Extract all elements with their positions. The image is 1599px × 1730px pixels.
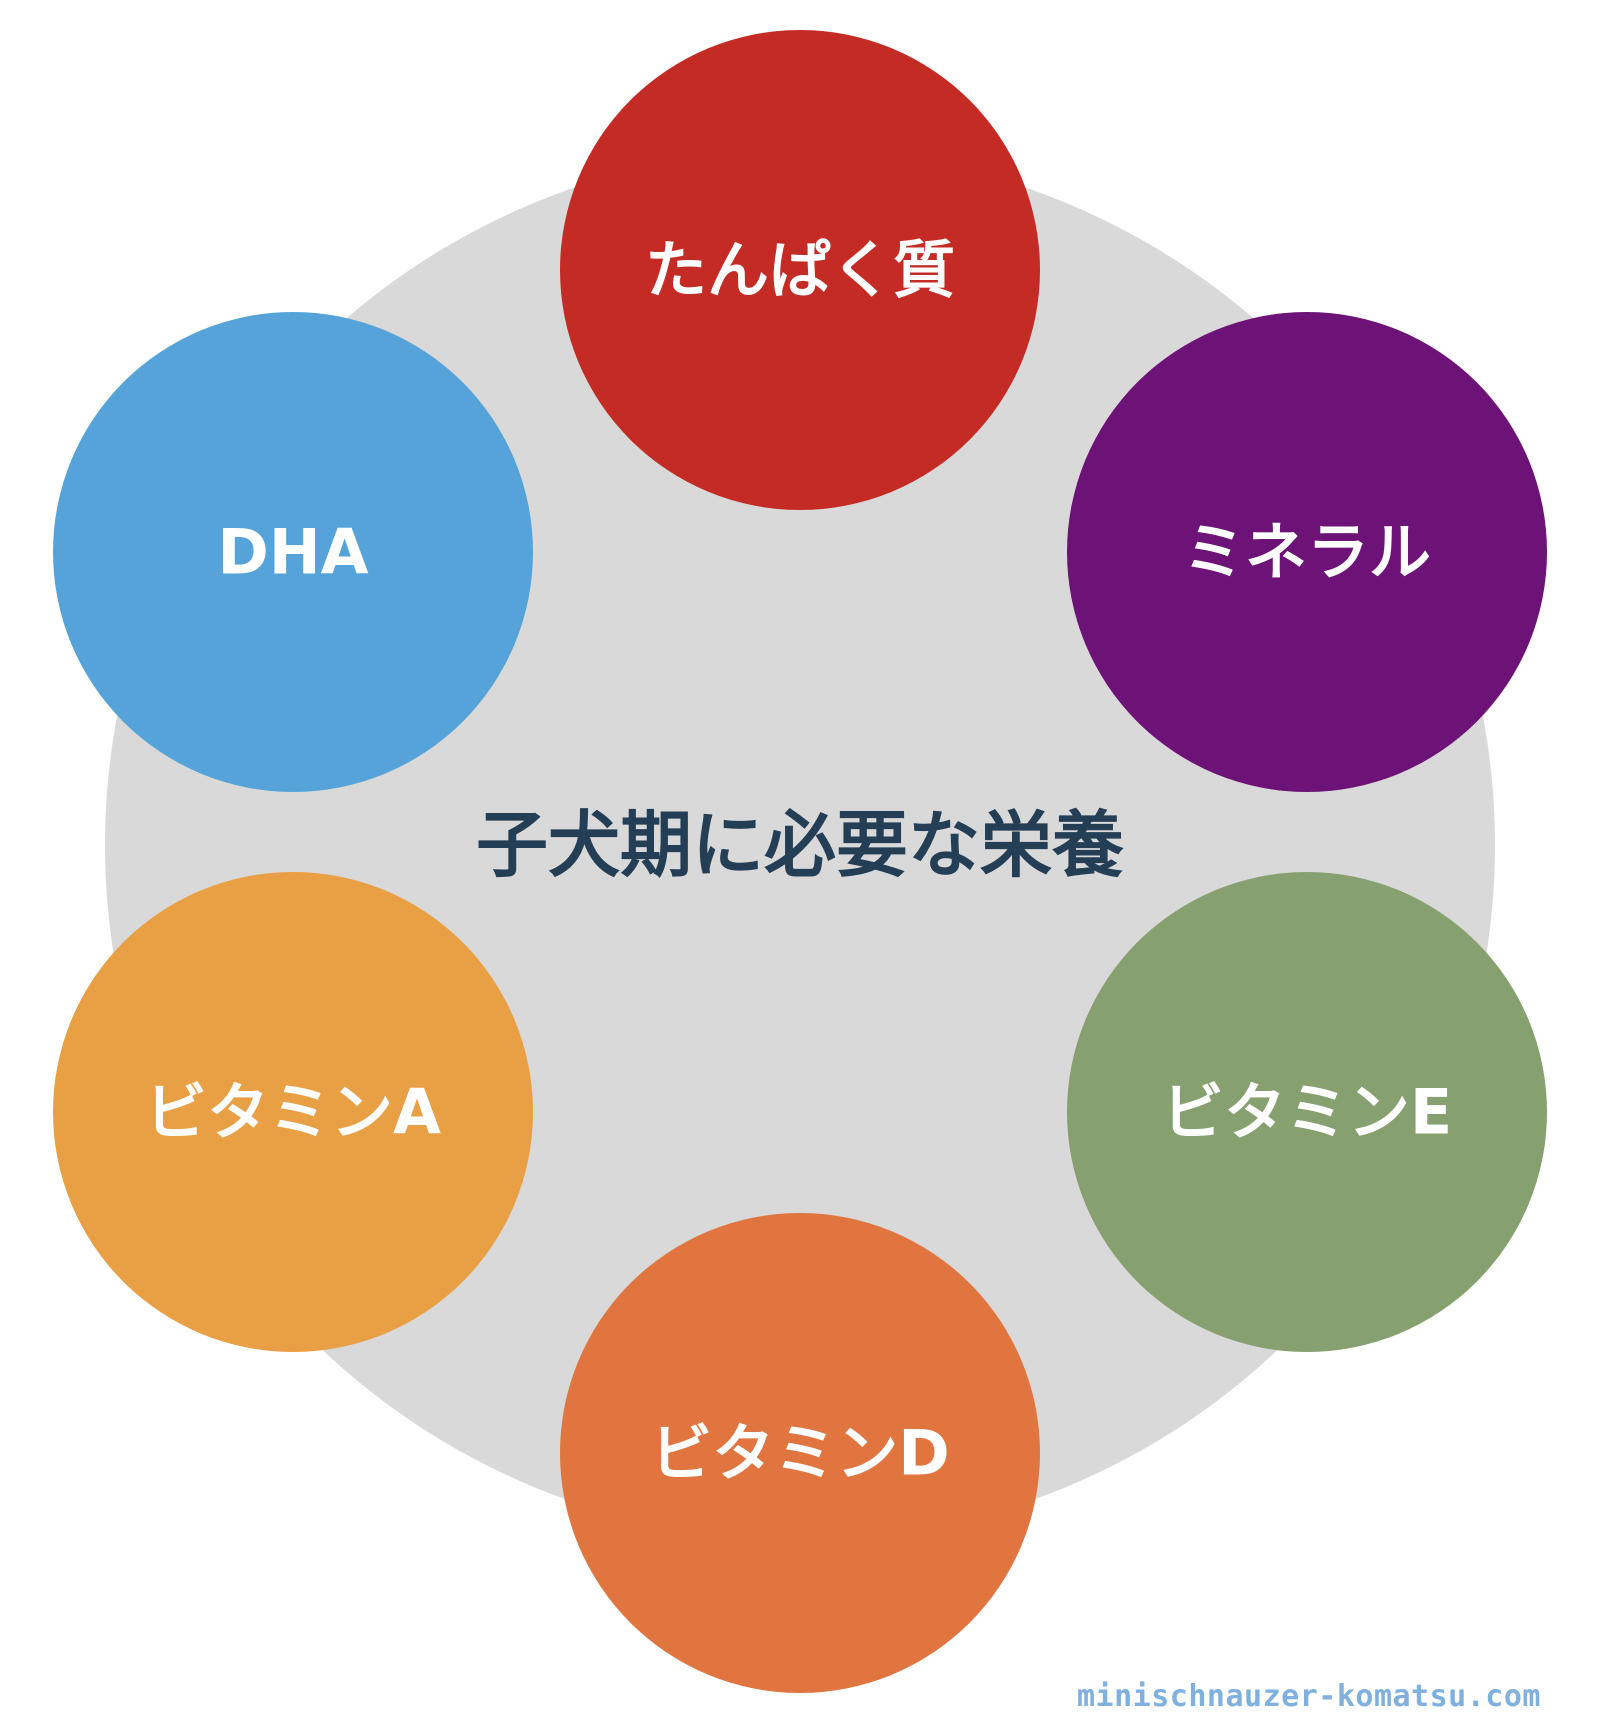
node-circle	[53, 872, 533, 1352]
site-watermark: minischnauzer-komatsu.com	[1076, 1679, 1541, 1714]
node-circle	[1067, 872, 1547, 1352]
node-circle	[560, 1213, 1040, 1693]
node-vitamin-d: ビタミンD	[560, 1213, 1040, 1693]
node-minerals: ミネラル	[1067, 312, 1547, 792]
node-dha: DHA	[53, 312, 533, 792]
node-label: たんぱく質	[645, 234, 955, 307]
node-vitamin-e: ビタミンE	[1067, 872, 1547, 1352]
node-vitamin-a: ビタミンA	[53, 872, 533, 1352]
center-title: 子犬期に必要な栄養	[476, 803, 1124, 887]
node-circle	[560, 30, 1040, 510]
node-label: DHA	[217, 516, 368, 589]
node-protein: たんぱく質	[560, 30, 1040, 510]
node-label: ミネラル	[1183, 516, 1431, 589]
node-label: ビタミンE	[1162, 1076, 1452, 1149]
node-circle	[53, 312, 533, 792]
node-label: ビタミンD	[650, 1417, 949, 1490]
node-label: ビタミンA	[145, 1076, 441, 1149]
node-circle	[1067, 312, 1547, 792]
